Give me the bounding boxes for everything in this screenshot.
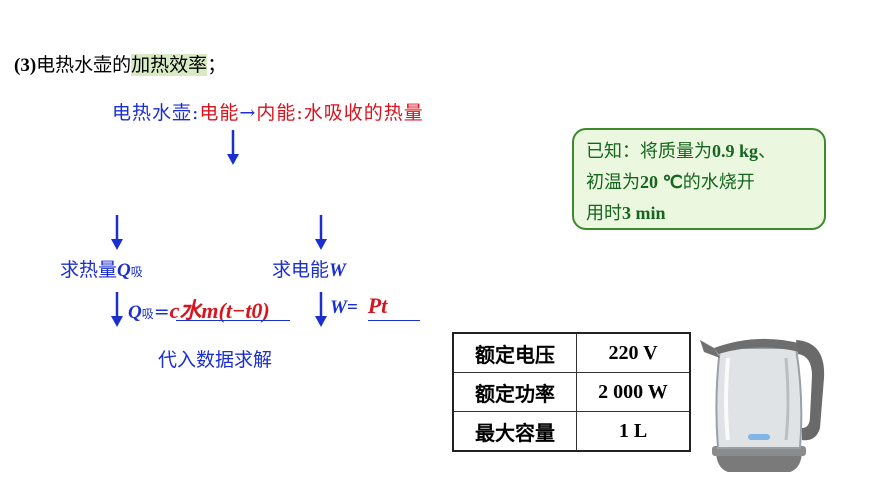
known-line1-end: 、 bbox=[758, 141, 777, 162]
question-heading: (3)电热水壶的加热效率； bbox=[14, 50, 226, 77]
down-arrow-icon bbox=[315, 215, 327, 250]
find-energy-text: 求电能 bbox=[272, 259, 330, 281]
spec-key: 额定功率 bbox=[452, 372, 577, 412]
find-energy-label: 求电能W bbox=[272, 255, 346, 282]
find-heat-text: 求热量 bbox=[60, 259, 118, 281]
table-row: 额定电压 220 V bbox=[452, 332, 691, 373]
energy-formula: W= Pt bbox=[330, 293, 387, 319]
heat-formula-q: Q bbox=[128, 302, 142, 323]
heat-symbol: Q bbox=[117, 260, 131, 281]
flow-heat-absorbed: :水吸收的热量 bbox=[296, 102, 424, 124]
heat-formula-q-sub: 吸 bbox=[141, 307, 154, 321]
known-line-2: 初温为20 ℃的水烧开 bbox=[586, 167, 814, 198]
heat-formula-eq: = bbox=[153, 301, 170, 323]
known-line-1: 已知：将质量为0.9 kg、 bbox=[586, 136, 814, 167]
heading-suffix: ； bbox=[207, 54, 227, 76]
spec-table: 额定电压 220 V 额定功率 2 000 W 最大容量 1 L bbox=[452, 332, 691, 452]
known-line2-end: 的水烧开 bbox=[682, 172, 755, 193]
down-arrow-icon bbox=[315, 292, 327, 327]
question-number: (3) bbox=[14, 55, 37, 76]
solve-text: 代入数据求解 bbox=[158, 349, 273, 371]
spec-value: 1 L bbox=[576, 411, 691, 452]
known-line3-text: 用时 bbox=[586, 203, 622, 224]
known-line2-text: 初温为 bbox=[586, 172, 640, 193]
energy-formula-underline bbox=[368, 320, 420, 321]
spec-value: 220 V bbox=[576, 332, 691, 373]
down-arrow-icon bbox=[111, 292, 123, 327]
heat-formula: Q吸=c水m(t−t0) bbox=[128, 293, 270, 325]
known-temperature: 20 ℃ bbox=[640, 172, 683, 192]
flow-electric-energy: 电能 bbox=[199, 102, 240, 124]
heat-formula-underline bbox=[176, 320, 290, 321]
heat-formula-answer: c水m(t−t0) bbox=[169, 298, 270, 323]
flow-device: 电热水壶: bbox=[112, 102, 200, 124]
known-line1-text: 已知：将质量为 bbox=[586, 141, 712, 162]
heat-symbol-sub: 吸 bbox=[130, 265, 143, 279]
flow-internal-energy: 内能 bbox=[256, 102, 297, 124]
spec-value: 2 000 W bbox=[576, 372, 691, 412]
table-row: 最大容量 1 L bbox=[452, 411, 691, 452]
known-mass: 0.9 kg bbox=[712, 141, 759, 161]
table-row: 额定功率 2 000 W bbox=[452, 372, 691, 412]
electric-kettle-image bbox=[700, 338, 825, 472]
spec-key: 最大容量 bbox=[452, 411, 577, 452]
heading-prefix: 电热水壶的 bbox=[36, 54, 132, 76]
flow-arrow-icon: → bbox=[239, 102, 257, 124]
energy-formula-lhs: W= bbox=[330, 297, 358, 318]
energy-formula-answer: Pt bbox=[367, 293, 388, 318]
down-arrow-icon bbox=[111, 215, 123, 250]
known-time: 3 min bbox=[622, 203, 666, 223]
known-line-3: 用时3 min bbox=[586, 198, 814, 229]
heading-highlight: 加热效率 bbox=[131, 54, 208, 76]
find-heat-label: 求热量Q吸 bbox=[60, 255, 143, 282]
energy-symbol: W bbox=[329, 260, 346, 281]
spec-key: 额定电压 bbox=[452, 332, 577, 373]
energy-flow: 电热水壶:电能→内能:水吸收的热量 bbox=[112, 98, 424, 125]
down-arrow-icon bbox=[227, 130, 239, 165]
known-info-box: 已知：将质量为0.9 kg、 初温为20 ℃的水烧开 用时3 min bbox=[572, 128, 826, 230]
